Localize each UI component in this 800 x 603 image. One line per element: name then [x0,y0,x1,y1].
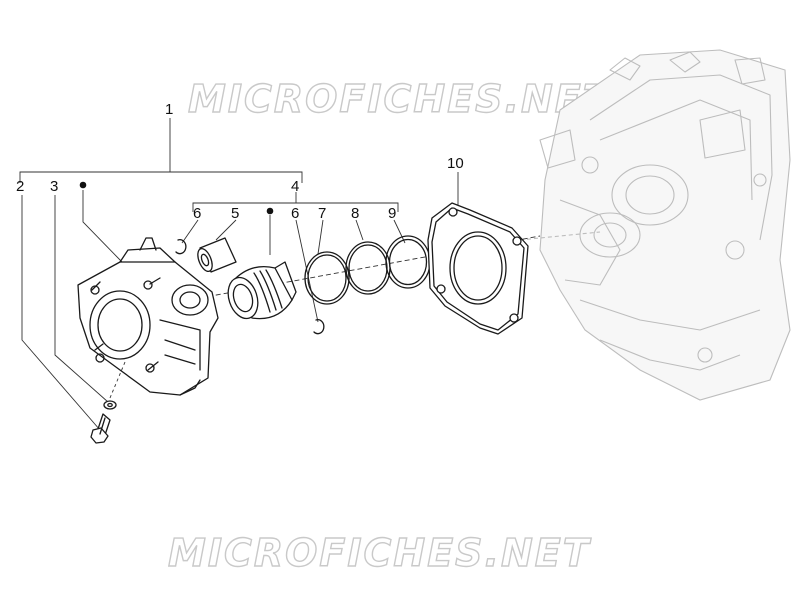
piston-ring-7 [304,251,350,305]
bolt [90,413,111,444]
callout-4: 4 [291,178,299,195]
piston-ring-9 [385,235,431,289]
circlip-lower [313,319,325,335]
piston-ring-8 [345,241,391,295]
watermark-top: MICROFICHES.NET [188,77,612,121]
washer [103,400,117,410]
callout-8: 8 [351,205,359,222]
black-dot-icon [79,181,87,189]
piston [227,261,297,320]
callout-6-upper: 6 [193,205,201,222]
callout-9: 9 [388,205,396,222]
watermark-bottom: MICROFICHES.NET [168,531,592,575]
circlip-upper [175,239,187,255]
callout-6-lower: 6 [291,205,299,222]
black-dot-icon [266,207,274,215]
engine-crankcase-background [519,49,791,401]
base-gasket [427,202,529,335]
piston-pin [197,237,237,273]
callout-3: 3 [50,178,58,195]
callout-5: 5 [231,205,239,222]
callout-1: 1 [165,101,173,118]
callout-7: 7 [318,205,326,222]
cylinder [77,237,219,399]
callout-2: 2 [16,178,24,195]
callout-10: 10 [447,155,464,172]
